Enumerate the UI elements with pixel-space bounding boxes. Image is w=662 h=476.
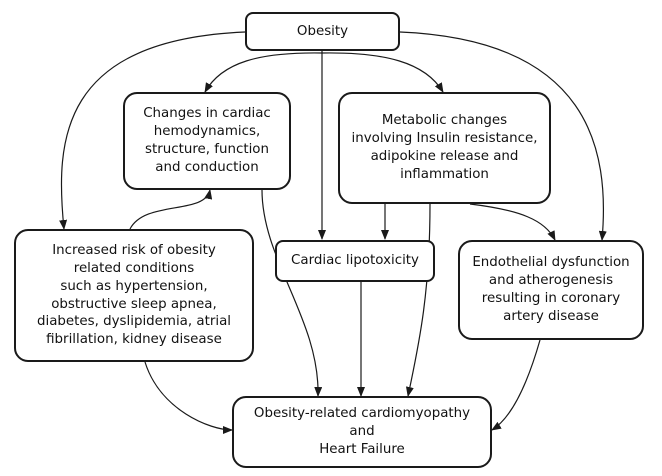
arrow-metabolic-to-endothelial	[469, 203, 556, 241]
node-conditions: Increased risk of obesity related condit…	[14, 229, 254, 362]
node-hemodynamics-label: Changes in cardiac hemodynamics, structu…	[143, 106, 271, 175]
arrow-conditions-to-hemodynamics	[129, 189, 213, 230]
node-obesity-label: Obesity	[296, 23, 349, 39]
arrow-conditions-to-outcome	[144, 361, 233, 434]
node-lipotoxicity-label: Cardiac lipotoxicity	[291, 253, 419, 269]
node-lipotoxicity: Cardiac lipotoxicity	[275, 240, 435, 282]
node-obesity: Obesity	[245, 12, 400, 51]
node-outcome: Obesity-related cardiomyopathy and Heart…	[232, 396, 492, 468]
node-conditions-label: Increased risk of obesity related condit…	[36, 243, 232, 348]
arrow-hemodynamics-to-outcome	[261, 189, 323, 397]
arrow-obesity-to-endothelial	[399, 31, 607, 241]
node-metabolic-label: Metabolic changes involving Insulin resi…	[351, 113, 538, 182]
node-outcome-label: Obesity-related cardiomyopathy and Heart…	[253, 406, 471, 457]
arrow-metabolic-to-outcome	[405, 203, 431, 397]
arrow-obesity-to-conditions	[59, 31, 246, 230]
arrow-obesity-to-hemodynamics	[204, 52, 323, 93]
arrow-obesity-to-metabolic	[321, 52, 444, 93]
node-endothelial: Endothelial dysfunction and atherogenesi…	[458, 240, 644, 340]
node-metabolic: Metabolic changes involving Insulin resi…	[338, 92, 551, 204]
arrow-endothelial-to-outcome	[491, 339, 541, 431]
node-endothelial-label: Endothelial dysfunction and atherogenesi…	[472, 255, 630, 324]
node-hemodynamics: Changes in cardiac hemodynamics, structu…	[123, 92, 291, 190]
